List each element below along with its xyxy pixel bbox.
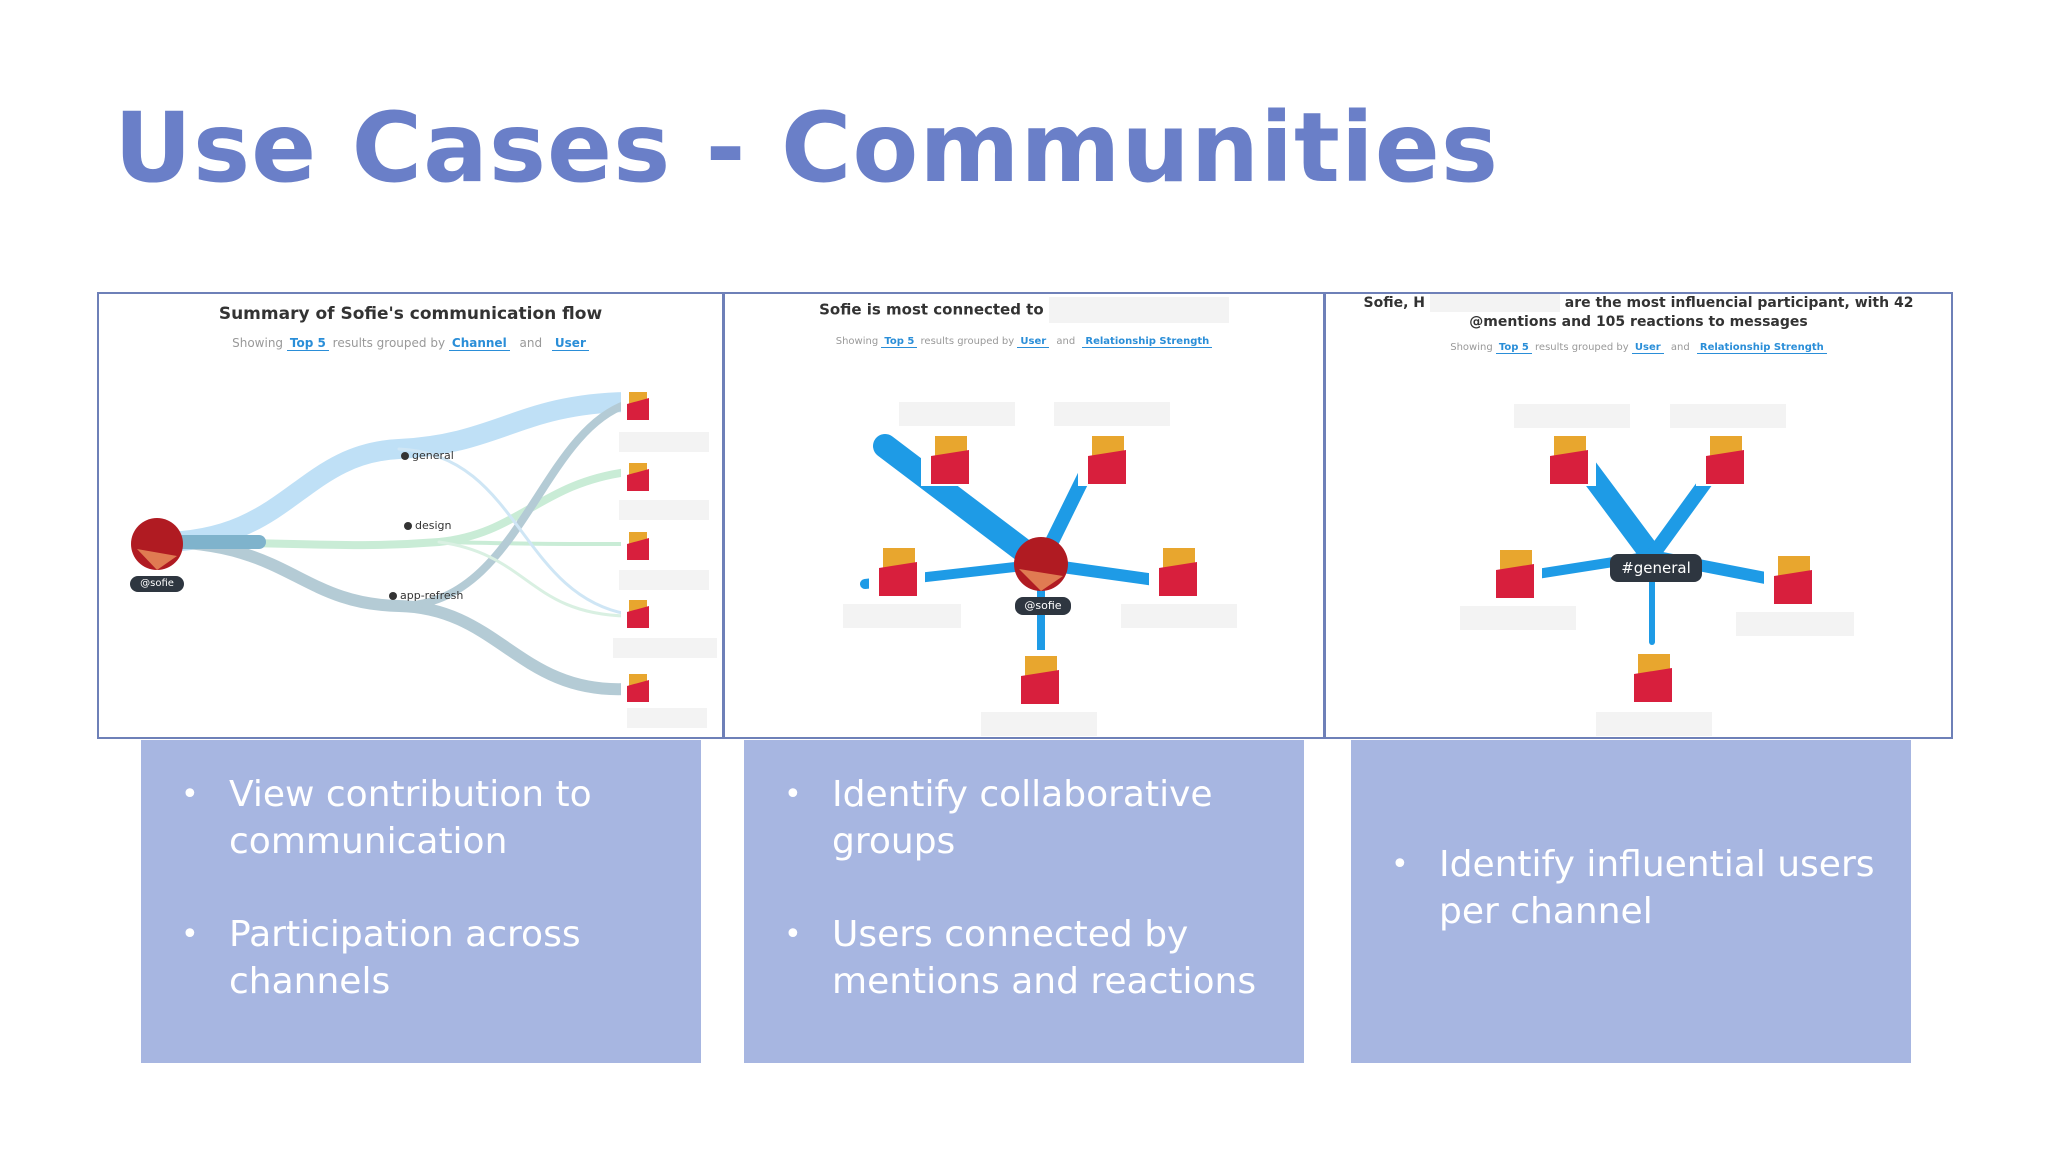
flow-general-branch [397,447,629,616]
user-avatars [613,388,717,728]
name-placeholders [1460,404,1854,736]
influence-graph [1460,404,1854,736]
bullet-box-connections: Identify collaborative groups Users conn… [744,740,1304,1063]
panel-title: Sofie, H are the most influencial partic… [1326,294,1951,332]
channel-label-design: design [404,519,452,532]
channel-icon [401,452,409,460]
redacted-name [1048,297,1229,323]
sofie-user-tag: @sofie [1015,597,1071,615]
connections-panel: Sofie is most connected to Showing Top 5… [723,292,1325,739]
top-n-link[interactable]: Top 5 [881,336,918,348]
user-avatars [1486,430,1820,704]
redacted-name [1429,294,1560,312]
bullet-box-flow: View contribution to communication Parti… [141,740,701,1063]
flow-streams [149,392,637,696]
bullet-list: Identify collaborative groups Users conn… [784,771,1284,1051]
panel-title-line-1: Sofie, H are the most influencial partic… [1363,294,1914,312]
sofie-user-tag: @sofie [130,576,184,592]
bullet-box-influence: Identify influential users per channel [1351,740,1911,1063]
user-avatar[interactable] [869,542,925,598]
top-n-link[interactable]: Top 5 [1495,342,1532,354]
bullet-item: Participation across channels [181,911,681,1005]
user-avatar[interactable] [1696,430,1752,486]
group-user-link[interactable]: User [1017,336,1050,348]
user-avatar[interactable] [621,528,655,562]
bullet-item: Identify collaborative groups [784,771,1284,865]
sofie-avatar[interactable] [1014,537,1068,591]
user-avatar[interactable] [1149,542,1205,598]
influence-panel: Sofie, H are the most influencial partic… [1324,292,1953,739]
user-avatar[interactable] [1624,648,1680,704]
sofie-avatar[interactable] [131,518,183,570]
user-avatar[interactable] [1011,650,1067,706]
communication-flow-panel: Summary of Sofie's communication flow Sh… [97,292,724,739]
group-user-link[interactable]: User [551,336,589,351]
user-avatar[interactable] [1078,430,1134,486]
user-avatar[interactable] [921,430,977,486]
panel-title: Sofie is most connected to [725,297,1323,323]
name-placeholder [619,500,709,520]
flow-design-branch-2 [437,540,629,618]
bullet-list: View contribution to communication Parti… [181,771,681,1051]
panel-title-line-2: @mentions and 105 reactions to messages [1469,314,1808,330]
slide-title: Use Cases - Communities [114,92,1500,204]
panel-subtitle: Showing Top 5 results grouped by User an… [1326,342,1951,354]
channel-label-app-refresh: app-refresh [389,589,463,602]
edge [873,434,1053,576]
user-avatar[interactable] [1764,550,1820,606]
panel-subtitle: Showing Top 5 results grouped by User an… [725,336,1323,348]
user-avatar[interactable] [621,596,655,630]
name-placeholder [627,708,707,728]
panel-title: Summary of Sofie's communication flow [218,304,603,324]
user-avatar[interactable] [621,670,655,704]
sub-text: and [519,336,543,350]
flow-chart [131,388,717,728]
channel-label-general: general [401,449,454,462]
relationship-strength-link[interactable]: Relationship Strength [1696,342,1827,354]
flow-design-branch [437,540,629,546]
connection-graph [843,402,1237,736]
relationship-strength-link[interactable]: Relationship Strength [1082,336,1213,348]
user-avatars [869,430,1205,706]
sub-text: results grouped by [332,336,446,350]
user-avatar[interactable] [1540,430,1596,486]
top-n-link[interactable]: Top 5 [286,336,329,351]
user-avatar[interactable] [621,459,655,493]
bullet-item: View contribution to communication [181,771,681,865]
name-placeholders [843,402,1237,736]
user-avatar[interactable] [1486,544,1542,600]
general-channel-tag[interactable]: #general [1610,554,1702,582]
bullet-item: Users connected by mentions and reaction… [784,911,1284,1005]
flow-app-refresh-branch [395,400,631,610]
group-user-link[interactable]: User [1631,342,1664,354]
channel-icon [404,522,412,530]
panel-subtitle: Showing Top 5 results grouped by Channel… [99,336,722,351]
group-channel-link[interactable]: Channel [448,336,510,351]
user-avatar[interactable] [621,388,655,422]
channel-icon [389,592,397,600]
bullet-item: Identify influential users per channel [1391,841,1891,935]
sub-text: Showing [232,336,284,350]
bullet-list: Identify influential users per channel [1391,841,1891,981]
name-placeholder [619,570,709,590]
name-placeholder [613,638,717,658]
name-placeholder [619,432,709,452]
flow-app-refresh [153,536,633,696]
